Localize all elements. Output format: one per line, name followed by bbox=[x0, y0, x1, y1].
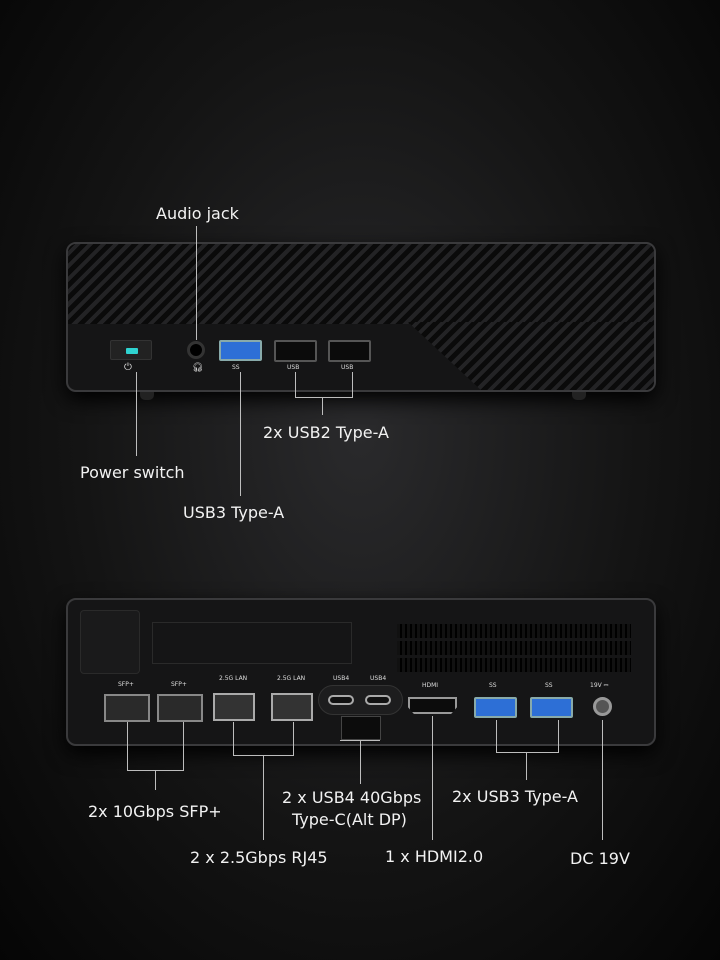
leader-line bbox=[322, 397, 323, 415]
front-usb2-port[interactable] bbox=[328, 340, 371, 362]
dc-jack[interactable] bbox=[593, 697, 612, 716]
leader-line bbox=[155, 770, 156, 790]
front-panel bbox=[66, 242, 656, 392]
sfp-port[interactable] bbox=[157, 694, 203, 722]
foot bbox=[572, 392, 586, 400]
leader-line bbox=[360, 740, 361, 784]
lan-mark: 2.5G LAN bbox=[219, 675, 248, 682]
usb4-port[interactable] bbox=[328, 695, 354, 705]
usb3-mark: SS bbox=[545, 682, 553, 689]
sfp-port[interactable] bbox=[104, 694, 150, 722]
cover-plate bbox=[152, 622, 352, 664]
hdmi-label: 1 x HDMI2.0 bbox=[385, 847, 484, 866]
front-usb3-port[interactable] bbox=[219, 340, 262, 361]
usb4-label-line1: 2 x USB4 40Gbps bbox=[282, 788, 422, 807]
leader-line bbox=[136, 372, 137, 456]
rear-usb3-label: 2x USB3 Type-A bbox=[452, 787, 578, 806]
power-led bbox=[126, 348, 138, 354]
usb3-label: USB3 Type-A bbox=[183, 503, 285, 522]
hdmi-mark: HDMI bbox=[422, 682, 439, 689]
power-icon: ⏻ bbox=[124, 362, 132, 373]
rj45-port[interactable] bbox=[271, 693, 313, 721]
sfp-mark: SFP+ bbox=[171, 681, 187, 688]
usb3-mark: SS bbox=[489, 682, 497, 689]
usb4-mark: USB4 bbox=[333, 675, 350, 682]
rj45-label: 2 x 2.5Gbps RJ45 bbox=[190, 848, 328, 867]
usb2-label: 2x USB2 Type-A bbox=[263, 423, 389, 442]
usb3-mark: SS bbox=[232, 364, 240, 371]
leader-line bbox=[240, 372, 241, 496]
headphone-icon: 🎧︎ bbox=[192, 363, 204, 373]
leader-line bbox=[295, 397, 353, 398]
bracket-slot bbox=[80, 610, 140, 674]
audio-jack-label: Audio jack bbox=[156, 204, 239, 223]
audio-jack[interactable] bbox=[187, 341, 205, 359]
leader-line bbox=[293, 722, 294, 755]
leader-line bbox=[602, 720, 603, 840]
leader-line bbox=[263, 755, 264, 840]
leader-line bbox=[558, 720, 559, 752]
leader-line bbox=[432, 716, 433, 840]
rear-usb3-port[interactable] bbox=[474, 697, 517, 718]
leader-line bbox=[196, 226, 197, 340]
leader-line bbox=[295, 372, 296, 397]
power-switch-label: Power switch bbox=[80, 463, 185, 482]
rj45-port[interactable] bbox=[213, 693, 255, 721]
rear-usb3-port[interactable] bbox=[530, 697, 573, 718]
sfp-mark: SFP+ bbox=[118, 681, 134, 688]
usb4-mark: USB4 bbox=[370, 675, 387, 682]
leader-line bbox=[496, 720, 497, 752]
hdmi-port[interactable] bbox=[408, 697, 457, 714]
leader-line bbox=[526, 752, 527, 780]
dc-label: DC 19V bbox=[570, 849, 630, 868]
sfp-label: 2x 10Gbps SFP+ bbox=[88, 802, 222, 821]
dc-mark: 19V ⎓ bbox=[590, 682, 609, 689]
front-vent bbox=[68, 244, 654, 324]
leader-line bbox=[127, 722, 128, 770]
front-vent-lower bbox=[408, 322, 654, 390]
power-button[interactable] bbox=[110, 340, 152, 360]
front-usb2-port[interactable] bbox=[274, 340, 317, 362]
usb4-port[interactable] bbox=[365, 695, 391, 705]
leader-line bbox=[183, 722, 184, 770]
rear-vent bbox=[397, 621, 631, 672]
foot bbox=[140, 392, 154, 400]
leader-line bbox=[352, 372, 353, 397]
leader-line bbox=[233, 722, 234, 755]
usb2-mark: USB bbox=[287, 364, 300, 371]
usb4-label-line2: Type-C(Alt DP) bbox=[292, 810, 407, 829]
lan-mark: 2.5G LAN bbox=[277, 675, 306, 682]
usb2-mark: USB bbox=[341, 364, 354, 371]
cable-clip bbox=[341, 716, 381, 740]
leader-line bbox=[496, 752, 559, 753]
